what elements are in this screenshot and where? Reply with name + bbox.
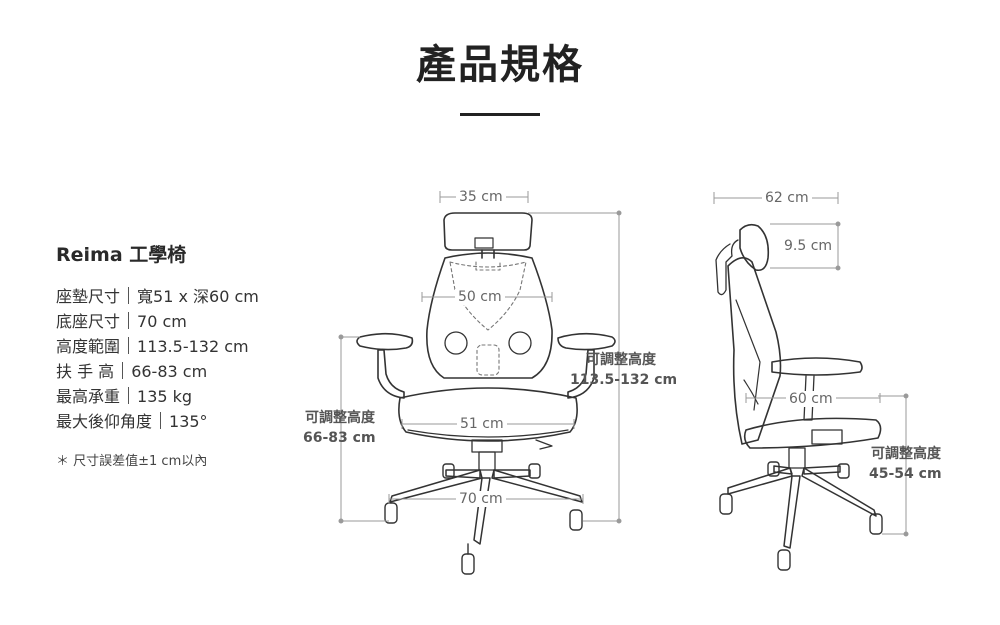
spec-separator [128, 337, 130, 354]
side-headrest-depth-label: 9.5 cm [781, 238, 836, 254]
side-seat-height-range-label: 45-54 cm [869, 466, 942, 482]
spec-value: 113.5-132 cm [137, 337, 249, 356]
front-seat-width-label: 51 cm [457, 416, 507, 432]
page-title: 產品規格 [416, 42, 584, 88]
side-star-base [727, 465, 877, 549]
front-star-base [389, 469, 583, 545]
spec-value: 70 cm [137, 312, 187, 331]
front-headrest-width-label: 35 cm [456, 189, 506, 205]
side-headrest [739, 223, 770, 272]
front-gas-lift [478, 451, 496, 471]
front-mesh-pattern [449, 261, 527, 331]
front-seat [398, 387, 578, 442]
spec-row: 底座尺寸 70 cm [56, 309, 259, 334]
spec-label: 底座尺寸 [56, 312, 121, 331]
spec-value: 寬51 x 深60 cm [137, 287, 259, 306]
dimension-lines [338, 191, 909, 537]
front-base-width-label: 70 cm [456, 491, 506, 507]
front-armrest-right [557, 332, 616, 351]
spec-row: 最高承重 135 kg [56, 384, 259, 409]
spec-label: 扶 手 高 [56, 362, 115, 381]
side-chair-illustration [715, 223, 883, 571]
front-armrest-left [356, 332, 414, 351]
front-height-adjust-caption: 可調整高度 [586, 352, 656, 368]
spec-label: 最大後仰角度 [56, 412, 153, 431]
side-seat-height-caption: 可調整高度 [871, 446, 941, 462]
spec-value: 135 kg [137, 387, 193, 406]
spec-label: 最高承重 [56, 387, 121, 406]
side-gas-lift [788, 447, 806, 469]
spec-row: 最大後仰角度 135° [56, 409, 259, 434]
product-name: Reima 工學椅 [56, 244, 187, 266]
front-lumbar-left [444, 331, 468, 355]
front-armrest-range-label: 66-83 cm [303, 430, 376, 446]
spec-row: 座墊尺寸寬51 x 深60 cm [56, 284, 259, 309]
side-depth-label: 62 cm [762, 190, 812, 206]
spec-label: 高度範圍 [56, 337, 121, 356]
front-height-range-label: 113.5-132 cm [570, 372, 678, 388]
front-headrest-clip [474, 237, 494, 249]
spec-separator [128, 287, 130, 304]
side-armrest [771, 357, 863, 376]
spec-list: 座墊尺寸寬51 x 深60 cm 底座尺寸 70 cm 高度範圍 113.5-132… [56, 284, 259, 434]
spec-label: 座墊尺寸 [56, 287, 121, 306]
side-seat-depth-label: 60 cm [786, 391, 836, 407]
spec-value: 66-83 cm [131, 362, 208, 381]
spec-row: 扶 手 高 66-83 cm [56, 359, 259, 384]
spec-row: 高度範圍 113.5-132 cm [56, 334, 259, 359]
front-headrest [443, 212, 533, 251]
title-underline [460, 113, 540, 116]
spec-separator [160, 412, 162, 429]
spec-separator [128, 312, 130, 329]
side-backrest [727, 257, 782, 445]
spec-separator [128, 387, 130, 404]
side-seat [743, 417, 882, 449]
front-armrest-adjust-caption: 可調整高度 [305, 410, 375, 426]
front-backrest-width-label: 50 cm [455, 289, 505, 305]
front-lumbar-center [476, 344, 500, 376]
front-chair-illustration [356, 212, 616, 575]
front-casters [384, 463, 583, 575]
spec-value: 135° [169, 412, 208, 431]
side-casters [719, 461, 883, 571]
spec-separator [122, 362, 124, 379]
front-lumbar-right [508, 331, 532, 355]
tolerance-note: ＊ 尺寸誤差值±1 cm以內 [56, 454, 208, 469]
front-backrest [426, 252, 553, 379]
